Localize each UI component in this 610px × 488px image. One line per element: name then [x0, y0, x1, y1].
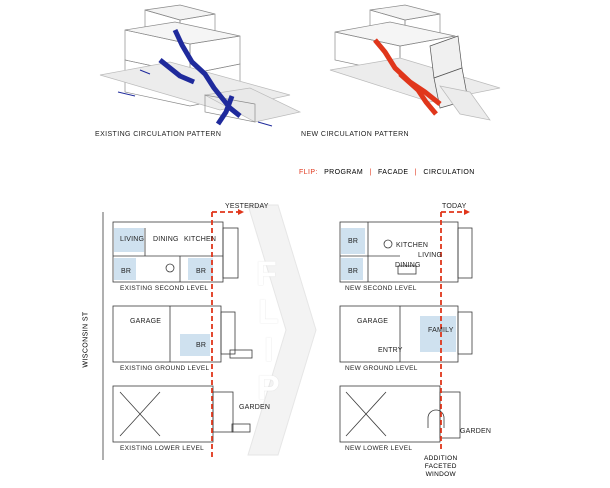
new-garden-label: GARDEN: [460, 428, 492, 435]
legend-program: PROGRAM: [324, 169, 364, 176]
new-isometric-model: [329, 4, 501, 121]
new-plans: [339, 221, 473, 443]
legend: FLIP: PROGRAM | FACADE | CIRCULATION: [299, 169, 475, 176]
new-entry-label: ENTRY: [378, 347, 403, 354]
today-label: TODAY: [442, 203, 467, 210]
existing-br1-label: BR: [121, 268, 132, 275]
new-dining-label: DINING: [395, 262, 421, 269]
legend-facade: FACADE: [378, 169, 409, 176]
legend-sep-1: |: [369, 169, 372, 176]
flip-letter-p: P: [257, 369, 280, 407]
new-second-level-caption: NEW SECOND LEVEL: [345, 285, 417, 292]
new-living-label: LIVING: [418, 252, 443, 259]
new-br1-label: BR: [348, 238, 359, 245]
timeline-dashes: [211, 211, 464, 460]
new-kitchen-label: KITCHEN: [396, 242, 429, 249]
yesterday-label: YESTERDAY: [225, 203, 269, 210]
existing-isometric-model: [99, 4, 302, 123]
new-br2-label: BR: [348, 268, 359, 275]
addition-line-3: WINDOW: [425, 471, 456, 478]
existing-br2-label: BR: [196, 268, 207, 275]
new-family-label: FAMILY: [428, 327, 454, 334]
existing-lower-level-caption: EXISTING LOWER LEVEL: [120, 445, 205, 452]
new-garage-label: GARAGE: [357, 318, 389, 325]
flip-letter-i: I: [264, 331, 274, 369]
existing-ground-level-caption: EXISTING GROUND LEVEL: [120, 365, 210, 372]
existing-dining-label: DINING: [153, 236, 179, 243]
addition-line-1: ADDITION: [424, 455, 458, 462]
existing-kitchen-label: KITCHEN: [184, 236, 217, 243]
flip-arrow-shape: [247, 204, 317, 456]
existing-flow-arrows: [117, 69, 273, 127]
existing-plans: [112, 221, 253, 443]
flip-letter-l: L: [258, 293, 279, 331]
timeline-arrowheads: [238, 209, 470, 215]
existing-circulation-path: [158, 28, 242, 126]
flip-letter-f: F: [256, 255, 277, 293]
existing-garage-label: GARAGE: [130, 318, 162, 325]
legend-circulation: CIRCULATION: [423, 169, 475, 176]
new-ground-level-caption: NEW GROUND LEVEL: [345, 365, 418, 372]
addition-line-2: FACETED: [424, 463, 457, 470]
legend-flip: FLIP:: [299, 169, 318, 176]
new-pattern-caption: NEW CIRCULATION PATTERN: [301, 131, 409, 138]
new-circulation-path: [373, 38, 442, 116]
existing-second-level-caption: EXISTING SECOND LEVEL: [120, 285, 209, 292]
existing-garden-label: GARDEN: [239, 404, 271, 411]
existing-br3-label: BR: [196, 342, 207, 349]
existing-living-label: LIVING: [120, 236, 145, 243]
new-lower-level-caption: NEW LOWER LEVEL: [345, 445, 413, 452]
existing-pattern-caption: EXISTING CIRCULATION PATTERN: [95, 131, 222, 138]
street-label: WISCONSIN ST: [82, 311, 90, 368]
legend-sep-2: |: [414, 169, 418, 176]
addition-callout: ADDITION FACETED WINDOW: [424, 455, 457, 479]
